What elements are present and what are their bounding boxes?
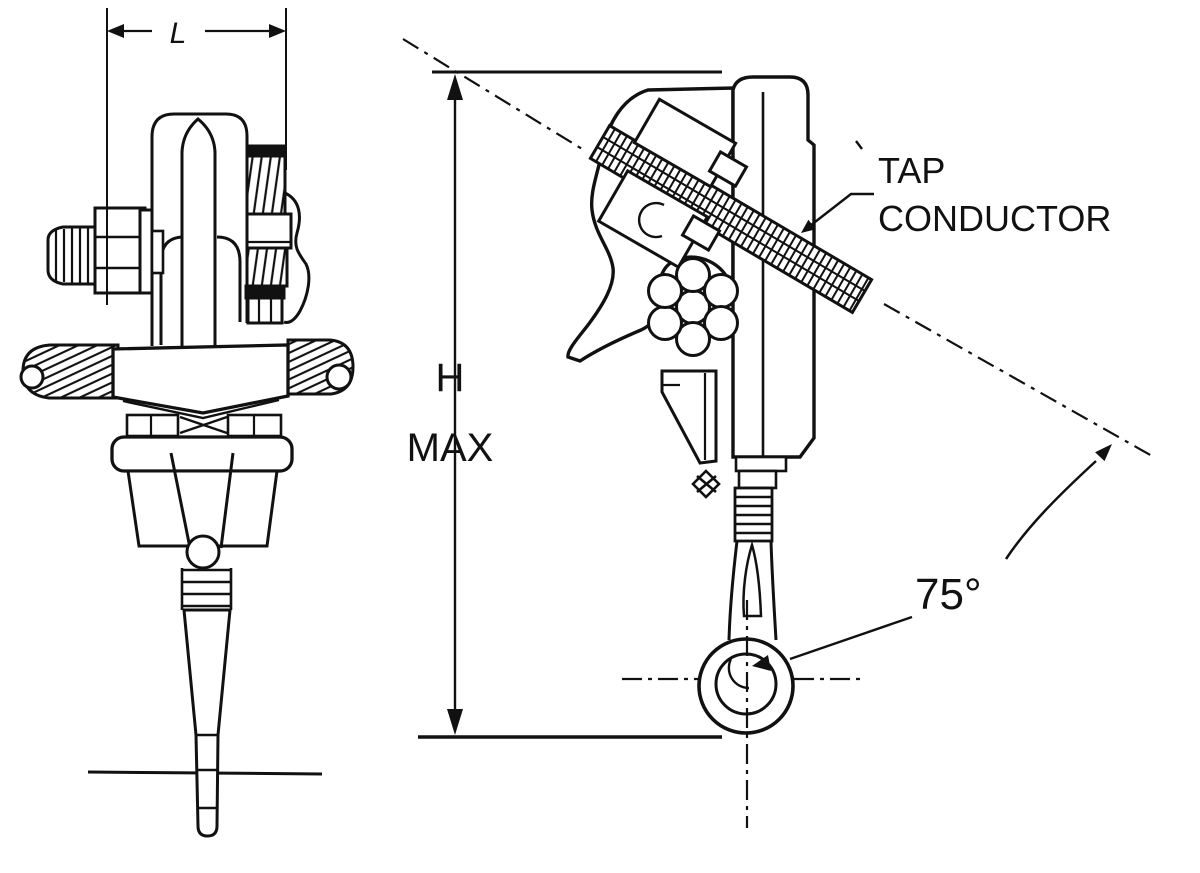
keeper-c-detail (637, 201, 665, 239)
run-strand-end-left (19, 364, 45, 390)
tap-conductor-callout: TAP CONDUCTOR (801, 140, 1111, 239)
dimension-L: L (106, 8, 287, 305)
angle-arc (1004, 460, 1097, 560)
dim-L-arrow-right (269, 24, 286, 38)
dim-MAX-label: MAX (407, 426, 494, 470)
jaw-shoulder-right (216, 235, 242, 322)
tap-cable-strand-lines (596, 136, 866, 302)
clamp-body-inner-v (122, 398, 280, 420)
stub-dark-band (244, 284, 286, 300)
eye-stem-sides (727, 540, 778, 641)
keeper-spring (283, 191, 311, 324)
stub-strand-upper (245, 154, 287, 216)
shank-steps (733, 455, 788, 543)
clamp-ear-lower (680, 213, 722, 253)
clamp-blocks (596, 97, 749, 270)
run-conductor (19, 338, 355, 400)
tap-conductor-cable (588, 123, 874, 315)
strand (647, 273, 683, 309)
body-cross-mark (179, 415, 228, 435)
wedge-outline (660, 369, 718, 465)
hex-nut (93, 206, 147, 295)
tap-stub-front (244, 144, 311, 325)
clamp-ear-upper (707, 149, 749, 189)
angle-leader-arrowhead (752, 655, 771, 671)
tap-axis-centerline-upper (402, 38, 588, 153)
yoke-band-left (125, 413, 180, 438)
stub-foot-lines (257, 298, 273, 323)
strand (703, 273, 739, 309)
hex-nut-facets (95, 235, 145, 270)
dim-L-arrow-left (107, 24, 124, 38)
lower-cup (126, 469, 279, 548)
tap-conductor-label-line2: CONDUCTOR (878, 198, 1111, 239)
eye-stem-tongue (742, 540, 763, 618)
bolt-shank-nub (150, 229, 165, 275)
clevis-pin-hole (185, 534, 221, 570)
conductor-strand-bundle (647, 257, 739, 357)
run-strand-end-right (325, 363, 353, 391)
clamp-body (111, 343, 290, 415)
eye-rotation-arc (727, 658, 750, 690)
clevis-fork (169, 452, 235, 549)
yoke-band-lines (149, 415, 256, 436)
collar (110, 435, 294, 473)
stem-joints (196, 733, 218, 810)
stub-foot (246, 296, 284, 325)
extension-lines-L (106, 8, 287, 305)
dimension-H-max: H MAX (407, 74, 494, 735)
strand (703, 305, 739, 341)
front-view: L (19, 8, 355, 838)
stem-ribs (180, 568, 233, 610)
tap-leader-tick (855, 140, 863, 150)
dim-L-label: L (170, 17, 187, 50)
tap-conductor-label-line1: TAP (878, 150, 945, 191)
dim-H-arrow-bottom (447, 709, 463, 735)
stub-strand-lower (245, 246, 289, 288)
angle-callout: 75° (727, 570, 982, 690)
stem-taper (182, 608, 232, 838)
step-1 (734, 455, 788, 473)
wedge-details (662, 373, 707, 460)
side-eyebolt (46, 206, 165, 295)
tap-leader-line (805, 192, 874, 230)
wedge-pivot-bolt (691, 469, 721, 499)
angle-75-label: 75° (915, 570, 982, 619)
eye-stem (727, 540, 778, 641)
strand (675, 321, 711, 357)
strand (647, 305, 683, 341)
angle-swing-arrow (1004, 444, 1112, 560)
dim-H-label: H (436, 356, 465, 400)
angle-arc-arrowhead (1095, 444, 1112, 462)
dim-H-arrow-top (447, 74, 463, 100)
lower-wedge-jaw (660, 369, 721, 499)
stick-stem (180, 568, 233, 838)
strand (675, 257, 711, 293)
thread-lines (735, 495, 772, 535)
tap-leader-arrowhead (801, 219, 816, 233)
bolt-thread-lines (54, 228, 90, 283)
step-2 (737, 469, 778, 490)
tap-axis-centerline-lower (883, 303, 1153, 457)
washer (138, 208, 154, 295)
side-view: H MAX (402, 38, 1153, 828)
angle-leader-line (789, 615, 913, 661)
